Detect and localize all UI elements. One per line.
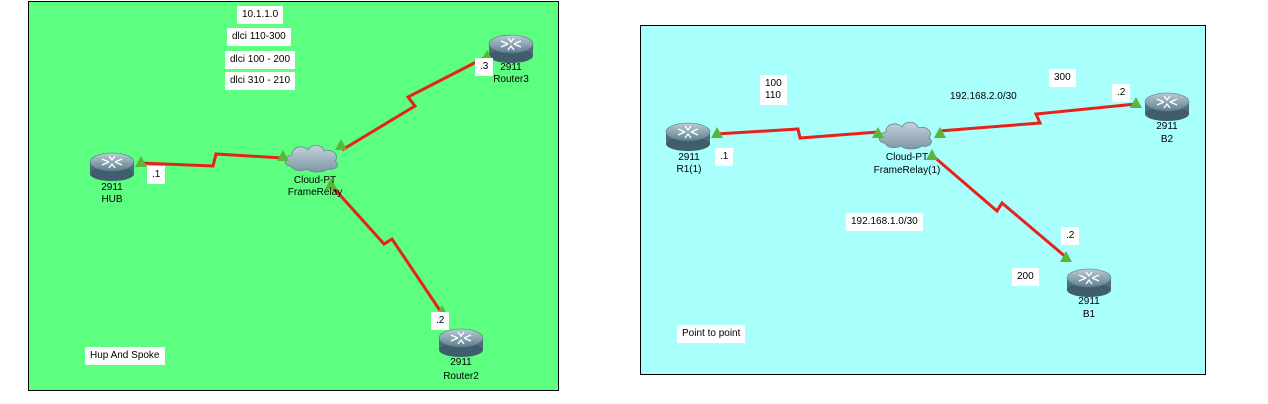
router2-router-icon[interactable] <box>438 328 484 358</box>
router3-ip-label[interactable]: .3 <box>475 58 494 76</box>
r1-router-icon[interactable] <box>665 122 711 152</box>
router3-router-icon[interactable] <box>488 34 534 64</box>
cloud-name-label: FrameRelay <box>287 187 343 198</box>
link-cloud-router2[interactable] <box>328 182 443 313</box>
link-r1-cloud[interactable] <box>715 127 879 140</box>
point-to-point-area <box>640 25 1206 375</box>
b2-name-label: B2 <box>1160 134 1174 145</box>
b2-ip-label[interactable]: .2 <box>1112 84 1131 102</box>
note-network[interactable]: 10.1.1.0 <box>237 6 284 24</box>
cloud1-type-label: Cloud-PT <box>885 152 929 163</box>
b1-router-icon[interactable] <box>1066 268 1112 298</box>
note-dlci-b1[interactable]: 200 <box>1012 268 1039 286</box>
b2-model-label: 2911 <box>1156 121 1178 132</box>
note-dlci-b2[interactable]: 300 <box>1049 69 1076 87</box>
cloud-type-label: Cloud-PT <box>293 175 337 186</box>
r1-name-label: R1(1) <box>676 164 702 175</box>
note-dlci-r1[interactable]: 100 110 <box>760 75 787 105</box>
note-dlci-3[interactable]: dlci 310 - 210 <box>225 72 296 90</box>
router2-model-label: 2911 <box>450 357 472 368</box>
hub-spoke-area-label[interactable]: Hup And Spoke <box>85 347 165 365</box>
note-dlci-1[interactable]: dlci 110-300 <box>227 28 291 46</box>
b1-name-label: B1 <box>1082 309 1096 320</box>
hub-name-label: HUB <box>101 194 123 205</box>
b1-ip-label[interactable]: .2 <box>1061 227 1080 245</box>
router2-ip-label[interactable]: .2 <box>431 312 450 330</box>
cloud1-name-label: FrameRelay(1) <box>873 165 941 176</box>
hub-router-icon[interactable] <box>89 152 135 182</box>
note-net-b2[interactable]: 192.168.2.0/30 <box>950 91 1017 102</box>
hub-model-label: 2911 <box>101 182 123 193</box>
router3-model-label: 2911 <box>500 62 522 73</box>
link-cloud-b2[interactable] <box>938 102 1137 133</box>
note-dlci-2[interactable]: dlci 100 - 200 <box>225 51 296 69</box>
link-hub-cloud[interactable] <box>139 152 284 168</box>
b1-model-label: 2911 <box>1078 296 1100 307</box>
hub-ip-label[interactable]: .1 <box>147 166 166 184</box>
link-cloud-b1[interactable] <box>932 154 1068 260</box>
router2-name-label: Router2 <box>443 371 479 382</box>
router3-name-label: Router3 <box>493 74 529 85</box>
point-to-point-area-label[interactable]: Point to point <box>677 325 746 343</box>
r1-ip-label[interactable]: .1 <box>715 148 734 166</box>
link-cloud-router3[interactable] <box>341 54 489 152</box>
note-net-b1[interactable]: 192.168.1.0/30 <box>846 213 923 231</box>
b2-router-icon[interactable] <box>1144 92 1190 122</box>
r1-model-label: 2911 <box>678 152 700 163</box>
